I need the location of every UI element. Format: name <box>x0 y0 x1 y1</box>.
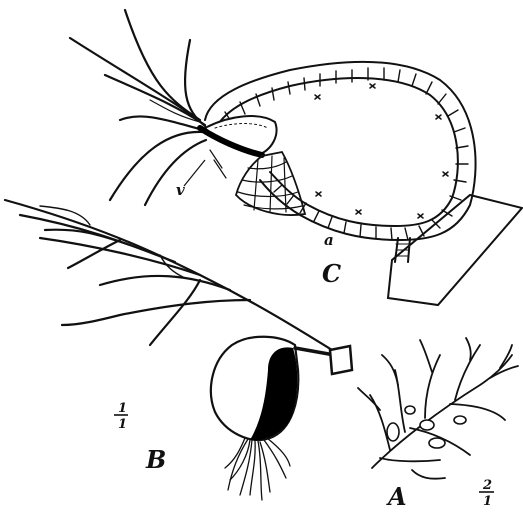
svg-text:1: 1 <box>118 401 127 416</box>
svg-text:2: 2 <box>482 478 492 493</box>
label-C: C <box>322 259 341 288</box>
svg-text:1: 1 <box>118 417 127 432</box>
svg-text:1: 1 <box>483 494 492 509</box>
label-a: a <box>324 231 334 249</box>
label-A: A <box>386 482 407 511</box>
label-B: B <box>145 445 166 474</box>
label-v: v <box>176 181 185 199</box>
leaf-cut-end <box>330 346 352 374</box>
